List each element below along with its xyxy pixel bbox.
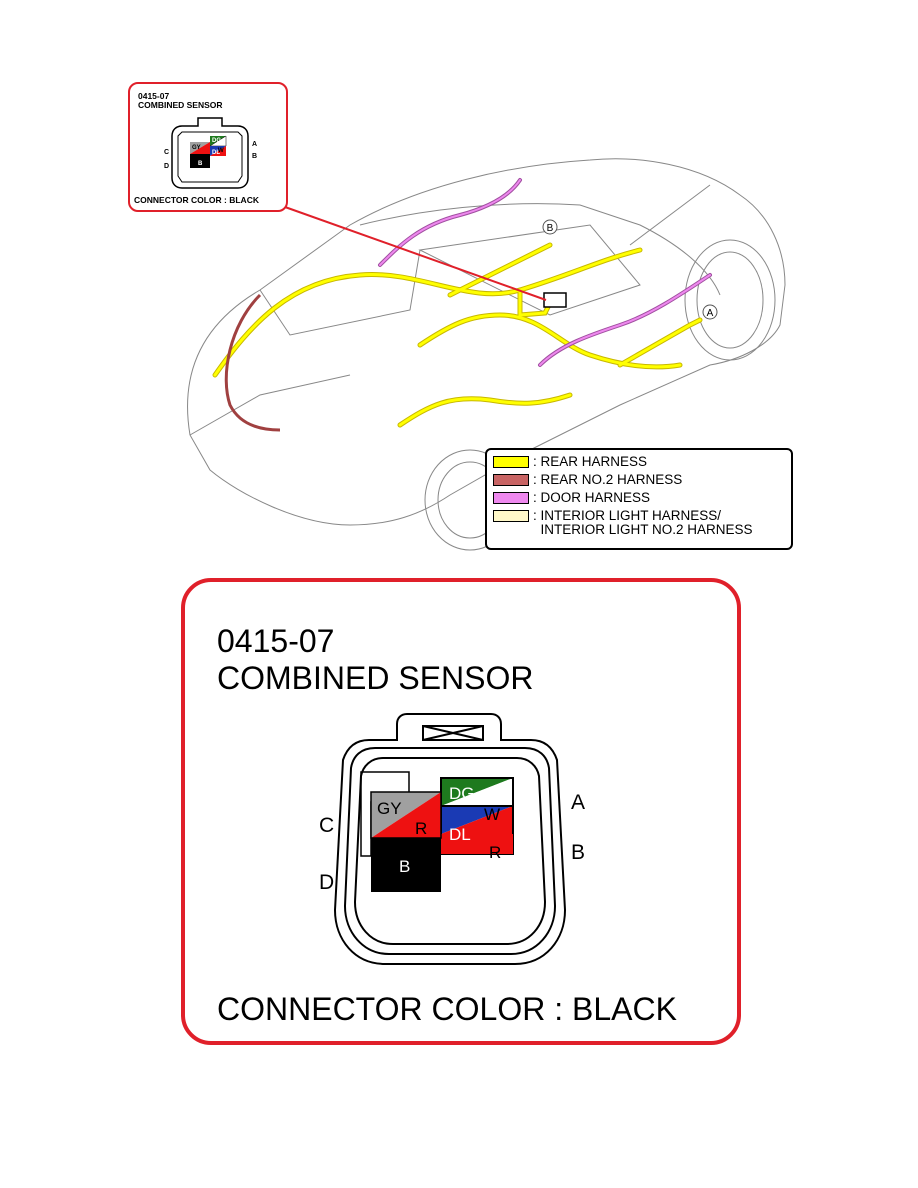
callout-a-label: A: [707, 308, 714, 319]
roof-line: [359, 203, 721, 296]
wire-c-secondary: R: [415, 819, 427, 838]
wire-b-secondary: R: [489, 843, 501, 862]
connector-inset: 0415-07 COMBINED SENSOR DG W DL GY B A B…: [128, 82, 288, 212]
inset-pin-d-label: D: [164, 163, 169, 170]
inset-pin-b-label: B: [252, 153, 257, 160]
legend-item-door-harness: : DOOR HARNESS: [493, 491, 650, 505]
pin-label-a: A: [571, 791, 586, 814]
wire-b-primary: DL: [449, 825, 471, 844]
harness-legend: : REAR HARNESS : REAR NO.2 HARNESS : DOO…: [485, 448, 793, 550]
trunk-line: [189, 374, 351, 436]
inset-pin-c-label: C: [164, 149, 169, 156]
rear-harness-main: [212, 247, 643, 378]
pin-label-d: D: [319, 871, 335, 894]
connector-face-diagram: DG W DL R GY R B: [333, 713, 567, 965]
rear-window: [259, 249, 421, 336]
connector-color-caption: CONNECTOR COLOR : BLACK: [217, 991, 677, 1027]
legend-swatch-door-harness: [493, 492, 529, 504]
inset-connector-id: 0415-07: [138, 91, 170, 101]
wire-a-primary: DG: [449, 784, 475, 803]
legend-label-rear-harness: : REAR HARNESS: [533, 454, 648, 469]
rear-harness-sensor-branch-fill: [518, 288, 552, 317]
pin-c-r-fill: [371, 792, 441, 838]
inset-wire-c-primary: GY: [192, 145, 201, 151]
connector-detail-panel: 0415-07 COMBINED SENSOR: [181, 578, 741, 1045]
inset-connector-housing: [171, 117, 249, 189]
legend-item-rear-harness: : REAR HARNESS: [493, 455, 647, 469]
connector-housing-mid: [343, 747, 557, 955]
combined-sensor-connector: [543, 292, 567, 308]
pin-b-r-lower: [441, 834, 513, 854]
front-wheel: [684, 239, 776, 361]
rear-harness-floor-fill: [418, 313, 682, 369]
inset-connector-name: COMBINED SENSOR: [138, 100, 223, 110]
callout-b-circle: [542, 219, 558, 235]
door-harness-rear-fill: [379, 179, 521, 266]
rear-harness-b-run-fill: [448, 243, 552, 297]
inset-connector-color: CONNECTOR COLOR : BLACK: [134, 195, 259, 205]
inset-pin-b-r: [210, 146, 226, 156]
wire-c-primary: GY: [377, 799, 402, 818]
a-pillar: [629, 184, 711, 246]
legend-swatch-rear-harness: [493, 456, 529, 468]
legend-label-interior-light-harness: : INTERIOR LIGHT HARNESS/ INTERIOR LIGHT…: [533, 508, 753, 537]
pin-b-r-fill: [441, 806, 513, 834]
wire-d: B: [399, 857, 410, 876]
wire-a-secondary: W: [484, 805, 500, 824]
inset-wire-b-primary: DL: [212, 150, 220, 156]
connector-id: 0415-07: [217, 623, 335, 659]
legend-label-rear-no2-harness: : REAR NO.2 HARNESS: [533, 472, 683, 487]
inset-connector-face: DG W DL GY B A B C D: [164, 117, 257, 189]
door-harness-front: [538, 273, 712, 367]
inset-connector-inner: [177, 131, 243, 183]
pin-d-cell: [371, 838, 441, 892]
vehicle-harness-illustration: B A: [187, 158, 786, 551]
inset-wire-a-primary: DG: [212, 138, 221, 144]
rear-harness-a-run-fill: [618, 318, 702, 367]
legend-item-interior-light-harness: : INTERIOR LIGHT HARNESS/ INTERIOR LIGHT…: [493, 509, 753, 541]
connector-name: COMBINED SENSOR: [217, 660, 534, 696]
inset-wire-a-secondary: W: [218, 148, 224, 154]
pin-label-b: B: [571, 841, 586, 864]
legend-label-door-harness: : DOOR HARNESS: [533, 490, 651, 505]
callout-b-label: B: [547, 223, 554, 234]
connector-latch-x: [422, 725, 484, 741]
car-body-outline: [187, 158, 786, 526]
legend-swatch-rear-no2-harness: [493, 474, 529, 486]
front-wheel-inner: [696, 251, 764, 349]
pin-a-w-fill: [441, 778, 513, 806]
callout-a-circle: [702, 304, 718, 320]
legend-item-rear-no2-harness: : REAR NO.2 HARNESS: [493, 473, 682, 487]
inset-wire-d: B: [198, 161, 203, 167]
inset-pin-c-r: [190, 142, 210, 154]
side-window: [418, 224, 641, 316]
inset-leader-line: [284, 206, 547, 301]
inset-pin-a-label: A: [252, 141, 257, 148]
connector-housing-inner: [353, 757, 547, 945]
door-harness-front-fill: [539, 274, 711, 366]
rear-no2-harness: [224, 293, 281, 432]
rear-harness-main-fill: [213, 248, 642, 377]
door-harness-rear: [378, 178, 522, 267]
rear-harness-lower-fill: [398, 393, 572, 427]
inset-pin-d-b: [190, 154, 210, 168]
pin-label-c: C: [319, 814, 335, 837]
legend-swatch-interior-light-harness: [493, 510, 529, 522]
connector-housing-outer: [333, 713, 567, 965]
